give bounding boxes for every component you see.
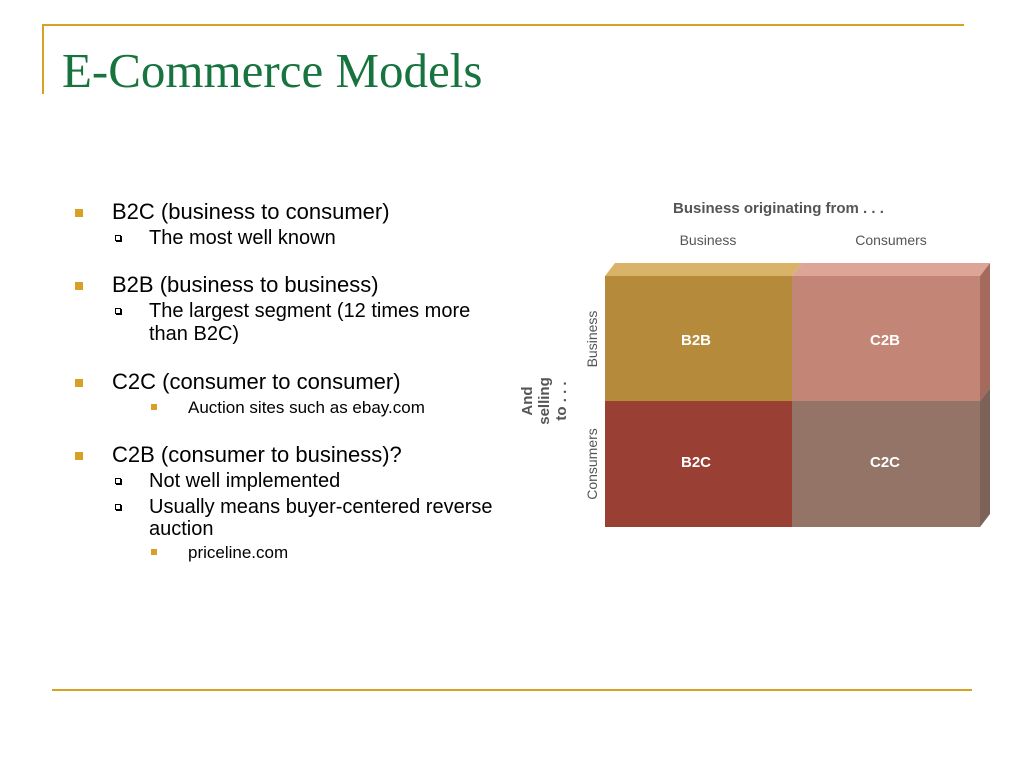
cell-b2c — [605, 401, 792, 527]
side-face-top — [980, 263, 990, 401]
bullet-square-icon — [75, 379, 83, 387]
side-face-bottom — [980, 388, 990, 527]
bullet-text: B2B (business to business) — [112, 272, 379, 297]
sub-bullet: Not well implemented — [112, 470, 512, 492]
top-axis-label: Business originating from . . . — [673, 200, 884, 217]
cell-c2c — [792, 401, 980, 527]
cell-label-b2b: B2B — [681, 332, 711, 349]
hollow-square-bullet-icon — [115, 235, 121, 241]
sub-list: Not well implemented Usually means buyer… — [112, 470, 512, 564]
sub-bullet: Auction sites such as ebay.com — [112, 397, 512, 419]
sub-list: The largest segment (12 times more than … — [112, 300, 512, 346]
bullet-c2b: C2B (consumer to business)? Not well imp… — [72, 441, 512, 564]
top-face-left — [605, 263, 802, 276]
sub-bullet-text: Usually means buyer-centered reverse auc… — [149, 496, 493, 540]
bullet-b2b: B2B (business to business) The largest s… — [72, 271, 512, 346]
sub-bullet: The largest segment (12 times more than … — [112, 300, 512, 346]
top-face-right — [792, 263, 990, 276]
slide-title: E-Commerce Models — [62, 43, 483, 98]
bullet-b2c: B2C (business to consumer) The most well… — [72, 198, 512, 249]
hollow-square-bullet-icon — [115, 504, 121, 510]
side-axis-label-line-3: to . . . — [553, 381, 570, 420]
column-header-consumers: Consumers — [855, 232, 927, 248]
row-header-consumers: Consumers — [584, 428, 600, 500]
sub-sub-bullet: priceline.com — [149, 542, 512, 564]
sub-list: Auction sites such as ebay.com — [112, 397, 512, 419]
side-axis-label-line-2: selling — [536, 377, 553, 425]
sub-bullet-text: Auction sites such as ebay.com — [188, 398, 425, 417]
sub-bullet: Usually means buyer-centered reverse auc… — [112, 496, 512, 564]
hollow-square-bullet-icon — [115, 478, 121, 484]
sub-list: The most well known — [112, 227, 512, 249]
cell-label-c2b: C2B — [870, 332, 900, 349]
matrix-svg: Business originating from . . . Business… — [519, 200, 990, 527]
frame-left-line — [42, 24, 44, 94]
side-axis-label-line-1: And — [519, 386, 536, 415]
hollow-square-bullet-icon — [115, 308, 121, 314]
bullet-c2c: C2C (consumer to consumer) Auction sites… — [72, 368, 512, 419]
bullet-text: C2B (consumer to business)? — [112, 442, 402, 467]
cell-label-c2c: C2C — [870, 454, 900, 471]
sub-bullet-text: Not well implemented — [149, 470, 341, 492]
sub-sub-list: priceline.com — [149, 542, 512, 564]
cell-c2b — [792, 276, 980, 401]
filled-square-bullet-icon — [151, 549, 157, 555]
frame-top-line — [42, 24, 964, 26]
filled-square-bullet-icon — [151, 404, 157, 410]
sub-bullet-text: The largest segment (12 times more than … — [149, 300, 471, 345]
bullet-text: B2C (business to consumer) — [112, 199, 390, 224]
sub-bullet-text: The most well known — [149, 227, 336, 249]
bullet-square-icon — [75, 282, 83, 290]
row-header-business: Business — [584, 311, 600, 368]
ecommerce-matrix-diagram: Business originating from . . . Business… — [510, 188, 1000, 538]
sub-sub-bullet-text: priceline.com — [188, 543, 289, 562]
cell-b2b — [605, 276, 792, 401]
column-header-business: Business — [680, 232, 737, 248]
sub-bullet: The most well known — [112, 227, 512, 249]
bullet-text: C2C (consumer to consumer) — [112, 369, 401, 394]
frame-bottom-line — [52, 689, 972, 691]
bullet-square-icon — [75, 452, 83, 460]
bullet-square-icon — [75, 209, 83, 217]
bullet-list: B2C (business to consumer) The most well… — [72, 198, 512, 576]
cell-label-b2c: B2C — [681, 454, 711, 471]
